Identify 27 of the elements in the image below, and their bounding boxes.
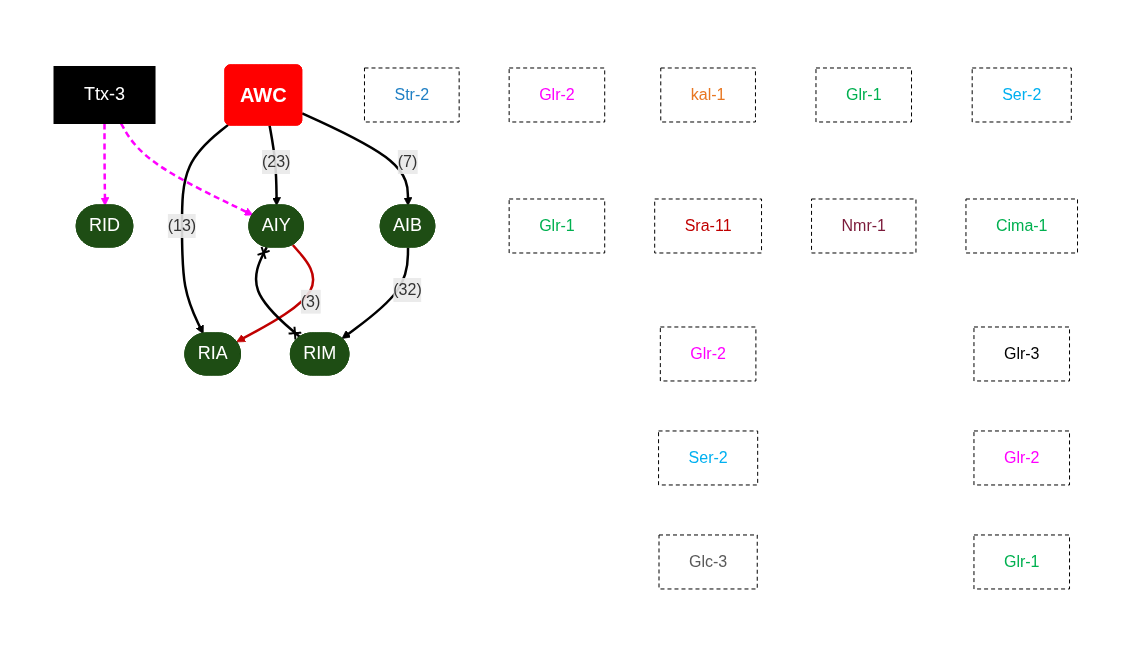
node-box: Ttx-3 (53, 66, 156, 124)
node-box: Sra-11 (654, 198, 763, 254)
edge-label: (23) (262, 153, 291, 171)
node-box: kal-1 (660, 67, 757, 123)
arrow (100, 123, 110, 206)
arrow (120, 122, 254, 216)
arrow (301, 112, 413, 206)
node-box: Nmr-1 (811, 198, 917, 254)
edge-label: (13) (167, 217, 197, 235)
node-box: Glc-3 (658, 534, 758, 590)
edge-label: (7) (397, 153, 418, 171)
node-box: Str-2 (364, 67, 460, 123)
node-box: Glr-2 (973, 430, 1071, 486)
edge-label: (3) (301, 292, 321, 310)
node-box: Glr-1 (508, 198, 606, 254)
node-box: Ser-2 (971, 67, 1073, 123)
arrow (180, 123, 230, 335)
node-box: Cima-1 (965, 198, 1079, 254)
node-box: Glr-2 (660, 326, 757, 382)
arrow (236, 244, 315, 343)
node-box: Glr-1 (815, 67, 913, 123)
node-box: Glr-2 (508, 67, 606, 123)
edge-label: (32) (393, 281, 422, 298)
node-box: Ser-2 (658, 430, 759, 486)
node-box: Glr-1 (973, 534, 1071, 590)
connector (255, 245, 303, 341)
node-box: Glr-3 (973, 326, 1071, 382)
